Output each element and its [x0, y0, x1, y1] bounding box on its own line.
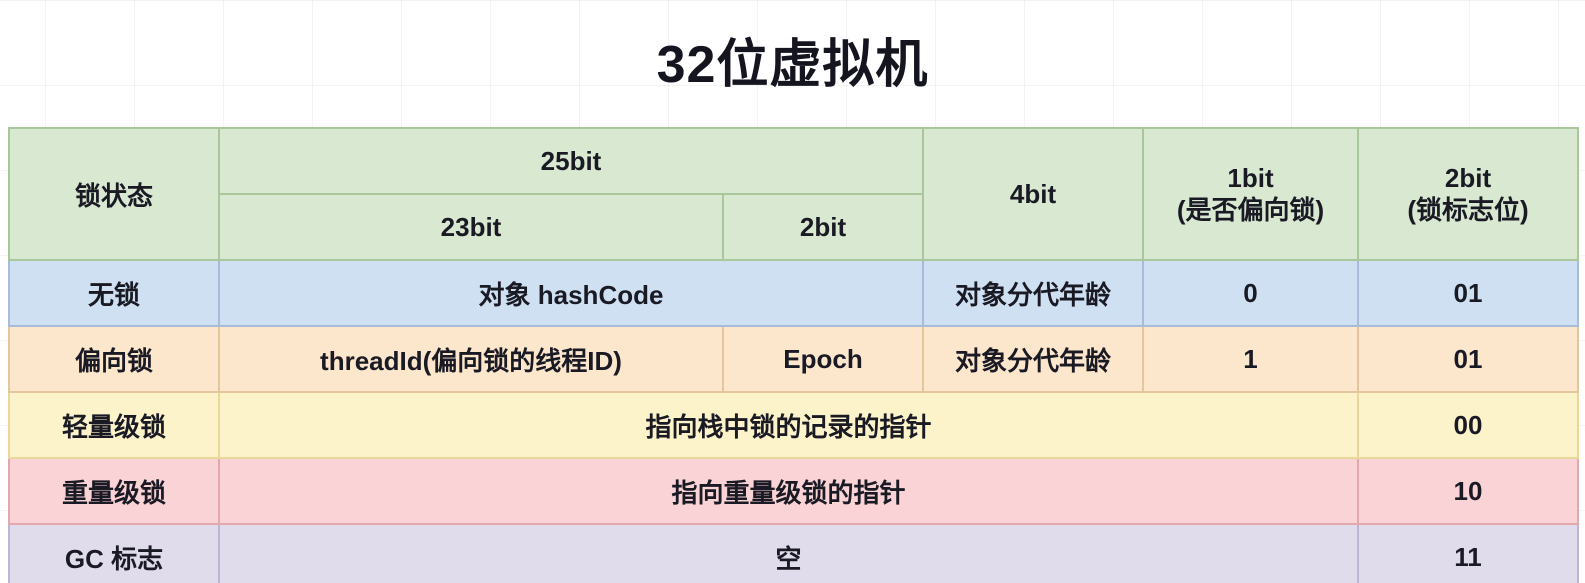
cell-lock-flag: 01: [1357, 259, 1579, 327]
header-cell-23bit: 23bit: [218, 193, 724, 261]
cell-lock-flag: 10: [1357, 457, 1579, 525]
cell-empty: 空: [218, 523, 1359, 583]
cell-lock-flag: 01: [1357, 325, 1579, 393]
cell-monitor-pointer: 指向重量级锁的指针: [218, 457, 1359, 525]
header-1bit-title: 1bit: [1227, 163, 1274, 193]
header-2bit-flag-subtitle: (锁标志位): [1407, 195, 1529, 225]
cell-thread-id: threadId(偏向锁的线程ID): [218, 325, 724, 393]
header-cell-25bit: 25bit: [218, 127, 924, 195]
header-row-1: 锁状态 25bit 4bit 1bit (是否偏向锁) 2bit (锁标志位): [8, 127, 1579, 261]
row-heavyweight-lock: 重量级锁 指向重量级锁的指针 10: [8, 457, 1579, 525]
cell-gen-age: 对象分代年龄: [922, 259, 1144, 327]
cell-hashcode: 对象 hashCode: [218, 259, 924, 327]
cell-state-heavyweight: 重量级锁: [8, 457, 220, 525]
cell-lock-flag: 00: [1357, 391, 1579, 459]
header-cell-1bit: 1bit (是否偏向锁): [1142, 127, 1359, 261]
row-gc-mark: GC 标志 空 11: [8, 523, 1579, 583]
cell-state-gc: GC 标志: [8, 523, 220, 583]
cell-state-lightweight: 轻量级锁: [8, 391, 220, 459]
row-no-lock: 无锁 对象 hashCode 对象分代年龄 0 01: [8, 259, 1579, 327]
cell-biased-bit: 0: [1142, 259, 1359, 327]
cell-lock-flag: 11: [1357, 523, 1579, 583]
header-2bit-flag-title: 2bit: [1444, 163, 1492, 193]
header-cell-2bit-flag: 2bit (锁标志位): [1357, 127, 1579, 261]
row-biased-lock: 偏向锁 threadId(偏向锁的线程ID) Epoch 对象分代年龄 1 01: [8, 325, 1579, 393]
cell-biased-bit: 1: [1142, 325, 1359, 393]
cell-stack-pointer: 指向栈中锁的记录的指针: [218, 391, 1359, 459]
page-title: 32位虚拟机: [656, 36, 929, 94]
header-1bit-subtitle: (是否偏向锁): [1176, 195, 1325, 225]
header-row-2: 23bit 2bit: [9, 193, 1578, 261]
mark-word-table: 锁状态 25bit 4bit 1bit (是否偏向锁) 2bit (锁标志位) …: [8, 127, 1579, 583]
cell-state-biased: 偏向锁: [8, 325, 220, 393]
cell-state-no-lock: 无锁: [8, 259, 220, 327]
header-cell-lock-state: 锁状态: [8, 127, 220, 261]
cell-gen-age: 对象分代年龄: [922, 325, 1144, 393]
header-cell-2bit: 2bit: [722, 193, 924, 261]
row-lightweight-lock: 轻量级锁 指向栈中锁的记录的指针 00: [8, 391, 1579, 459]
header-cell-4bit: 4bit: [922, 127, 1144, 261]
cell-epoch: Epoch: [722, 325, 924, 393]
